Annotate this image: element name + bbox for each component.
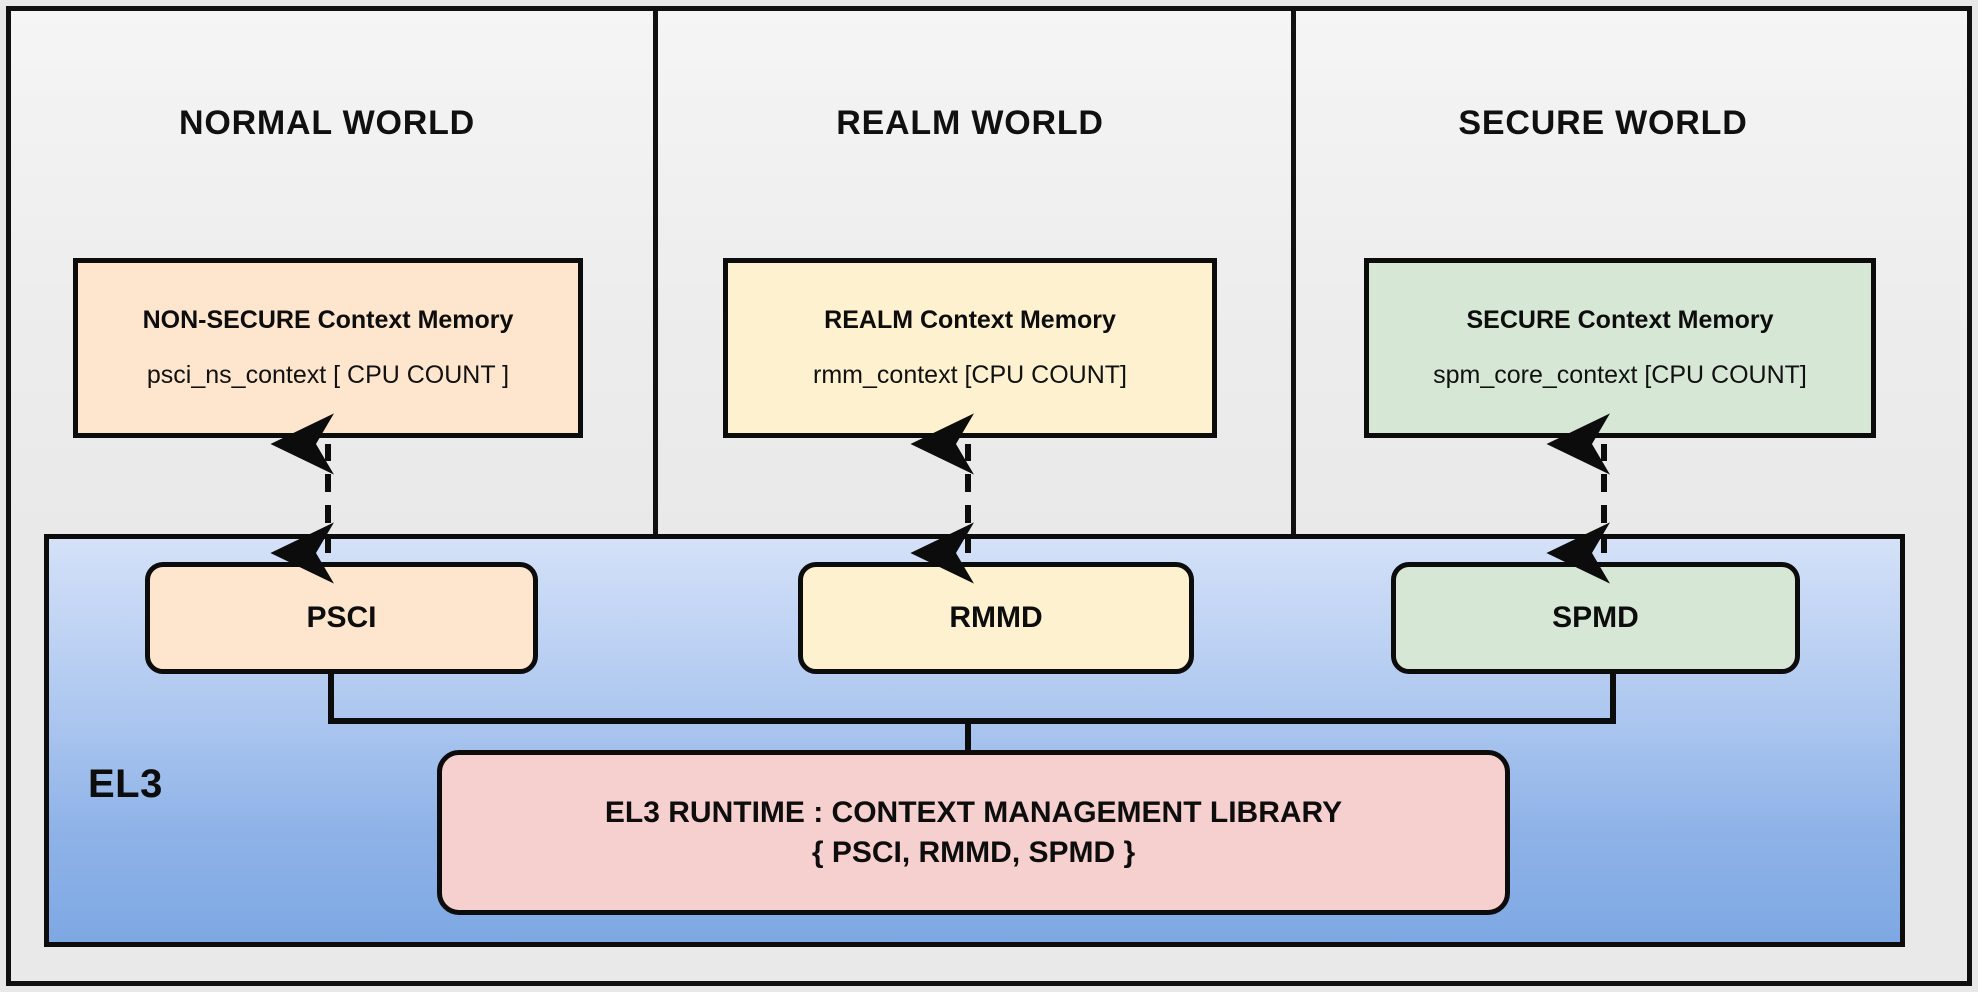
world-divider-realm-secure	[1291, 11, 1296, 534]
context-memory-box-secure: SECURE Context Memory spm_core_context […	[1364, 258, 1876, 438]
context-memory-symbol-secure: spm_core_context [CPU COUNT]	[1433, 361, 1807, 389]
dispatcher-box-psci: PSCI	[145, 562, 538, 674]
world-title-secure: SECURE WORLD	[1458, 104, 1748, 142]
context-memory-title-non-secure: NON-SECURE Context Memory	[142, 306, 514, 334]
context-memory-box-non-secure: NON-SECURE Context Memory psci_ns_contex…	[73, 258, 583, 438]
runtime-library-title: EL3 RUNTIME : CONTEXT MANAGEMENT LIBRARY	[604, 795, 1343, 829]
context-memory-symbol-non-secure: psci_ns_context [ CPU COUNT ]	[146, 361, 510, 389]
el3-runtime-library-box: EL3 RUNTIME : CONTEXT MANAGEMENT LIBRARY…	[437, 750, 1510, 915]
el3-label: EL3	[88, 762, 163, 806]
context-memory-title-secure: SECURE Context Memory	[1466, 306, 1774, 334]
context-memory-box-realm: REALM Context Memory rmm_context [CPU CO…	[723, 258, 1217, 438]
context-memory-title-realm: REALM Context Memory	[824, 306, 1116, 334]
world-title-realm: REALM WORLD	[836, 104, 1104, 142]
runtime-library-members: { PSCI, RMMD, SPMD }	[811, 835, 1136, 869]
context-memory-symbol-realm: rmm_context [CPU COUNT]	[813, 361, 1127, 389]
dispatcher-box-spmd: SPMD	[1391, 562, 1800, 674]
world-title-normal: NORMAL WORLD	[178, 104, 476, 142]
dispatcher-box-rmmd: RMMD	[798, 562, 1194, 674]
world-divider-normal-realm	[653, 11, 658, 534]
